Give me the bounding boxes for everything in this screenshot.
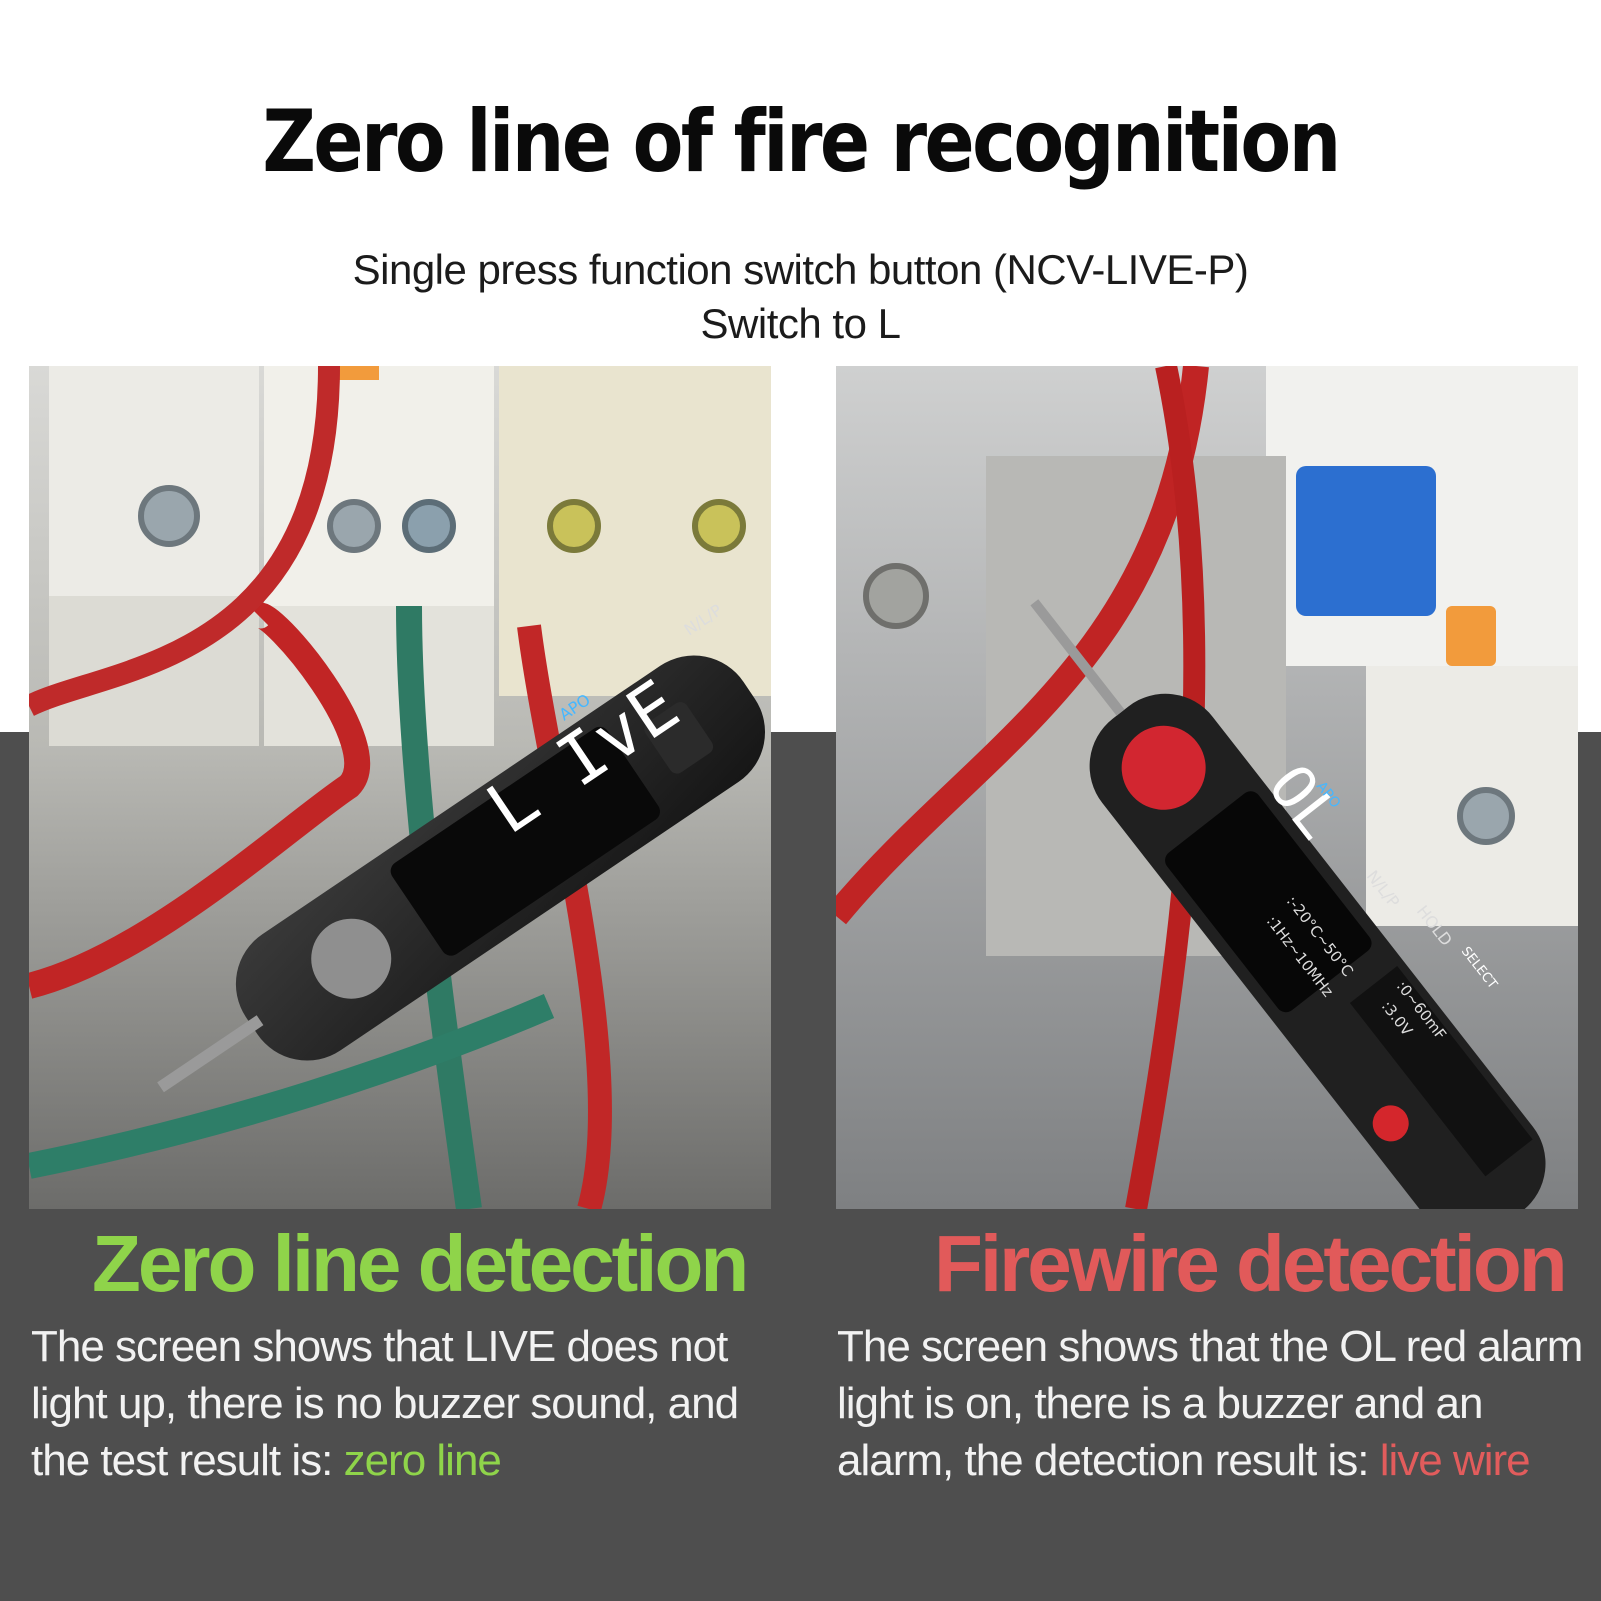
zero-line-description-text: The screen shows that LIVE does not ligh…	[31, 1322, 739, 1485]
zero-line-result: zero line	[343, 1436, 502, 1485]
firewire-description: The screen shows that the OL red alarm l…	[837, 1318, 1597, 1489]
subtitle-line-1: Single press function switch button (NCV…	[352, 246, 1249, 293]
firewire-heading: Firewire detection	[934, 1219, 1568, 1308]
zero-line-photo: L IvE APO N/L/P	[29, 366, 771, 1209]
subtitle-line-2: Switch to L	[700, 300, 901, 347]
live-wire-photo: OL APO N/L/P HOLD SELECT :-20°C~50°C :1H…	[836, 366, 1578, 1209]
firewire-result: live wire	[1379, 1436, 1531, 1485]
page-title: Zero line of fire recognition	[262, 92, 1341, 192]
zero-line-description: The screen shows that LIVE does not ligh…	[31, 1318, 791, 1489]
firewire-description-text: The screen shows that the OL red alarm l…	[837, 1322, 1583, 1485]
zero-line-heading: Zero line detection	[92, 1219, 749, 1308]
